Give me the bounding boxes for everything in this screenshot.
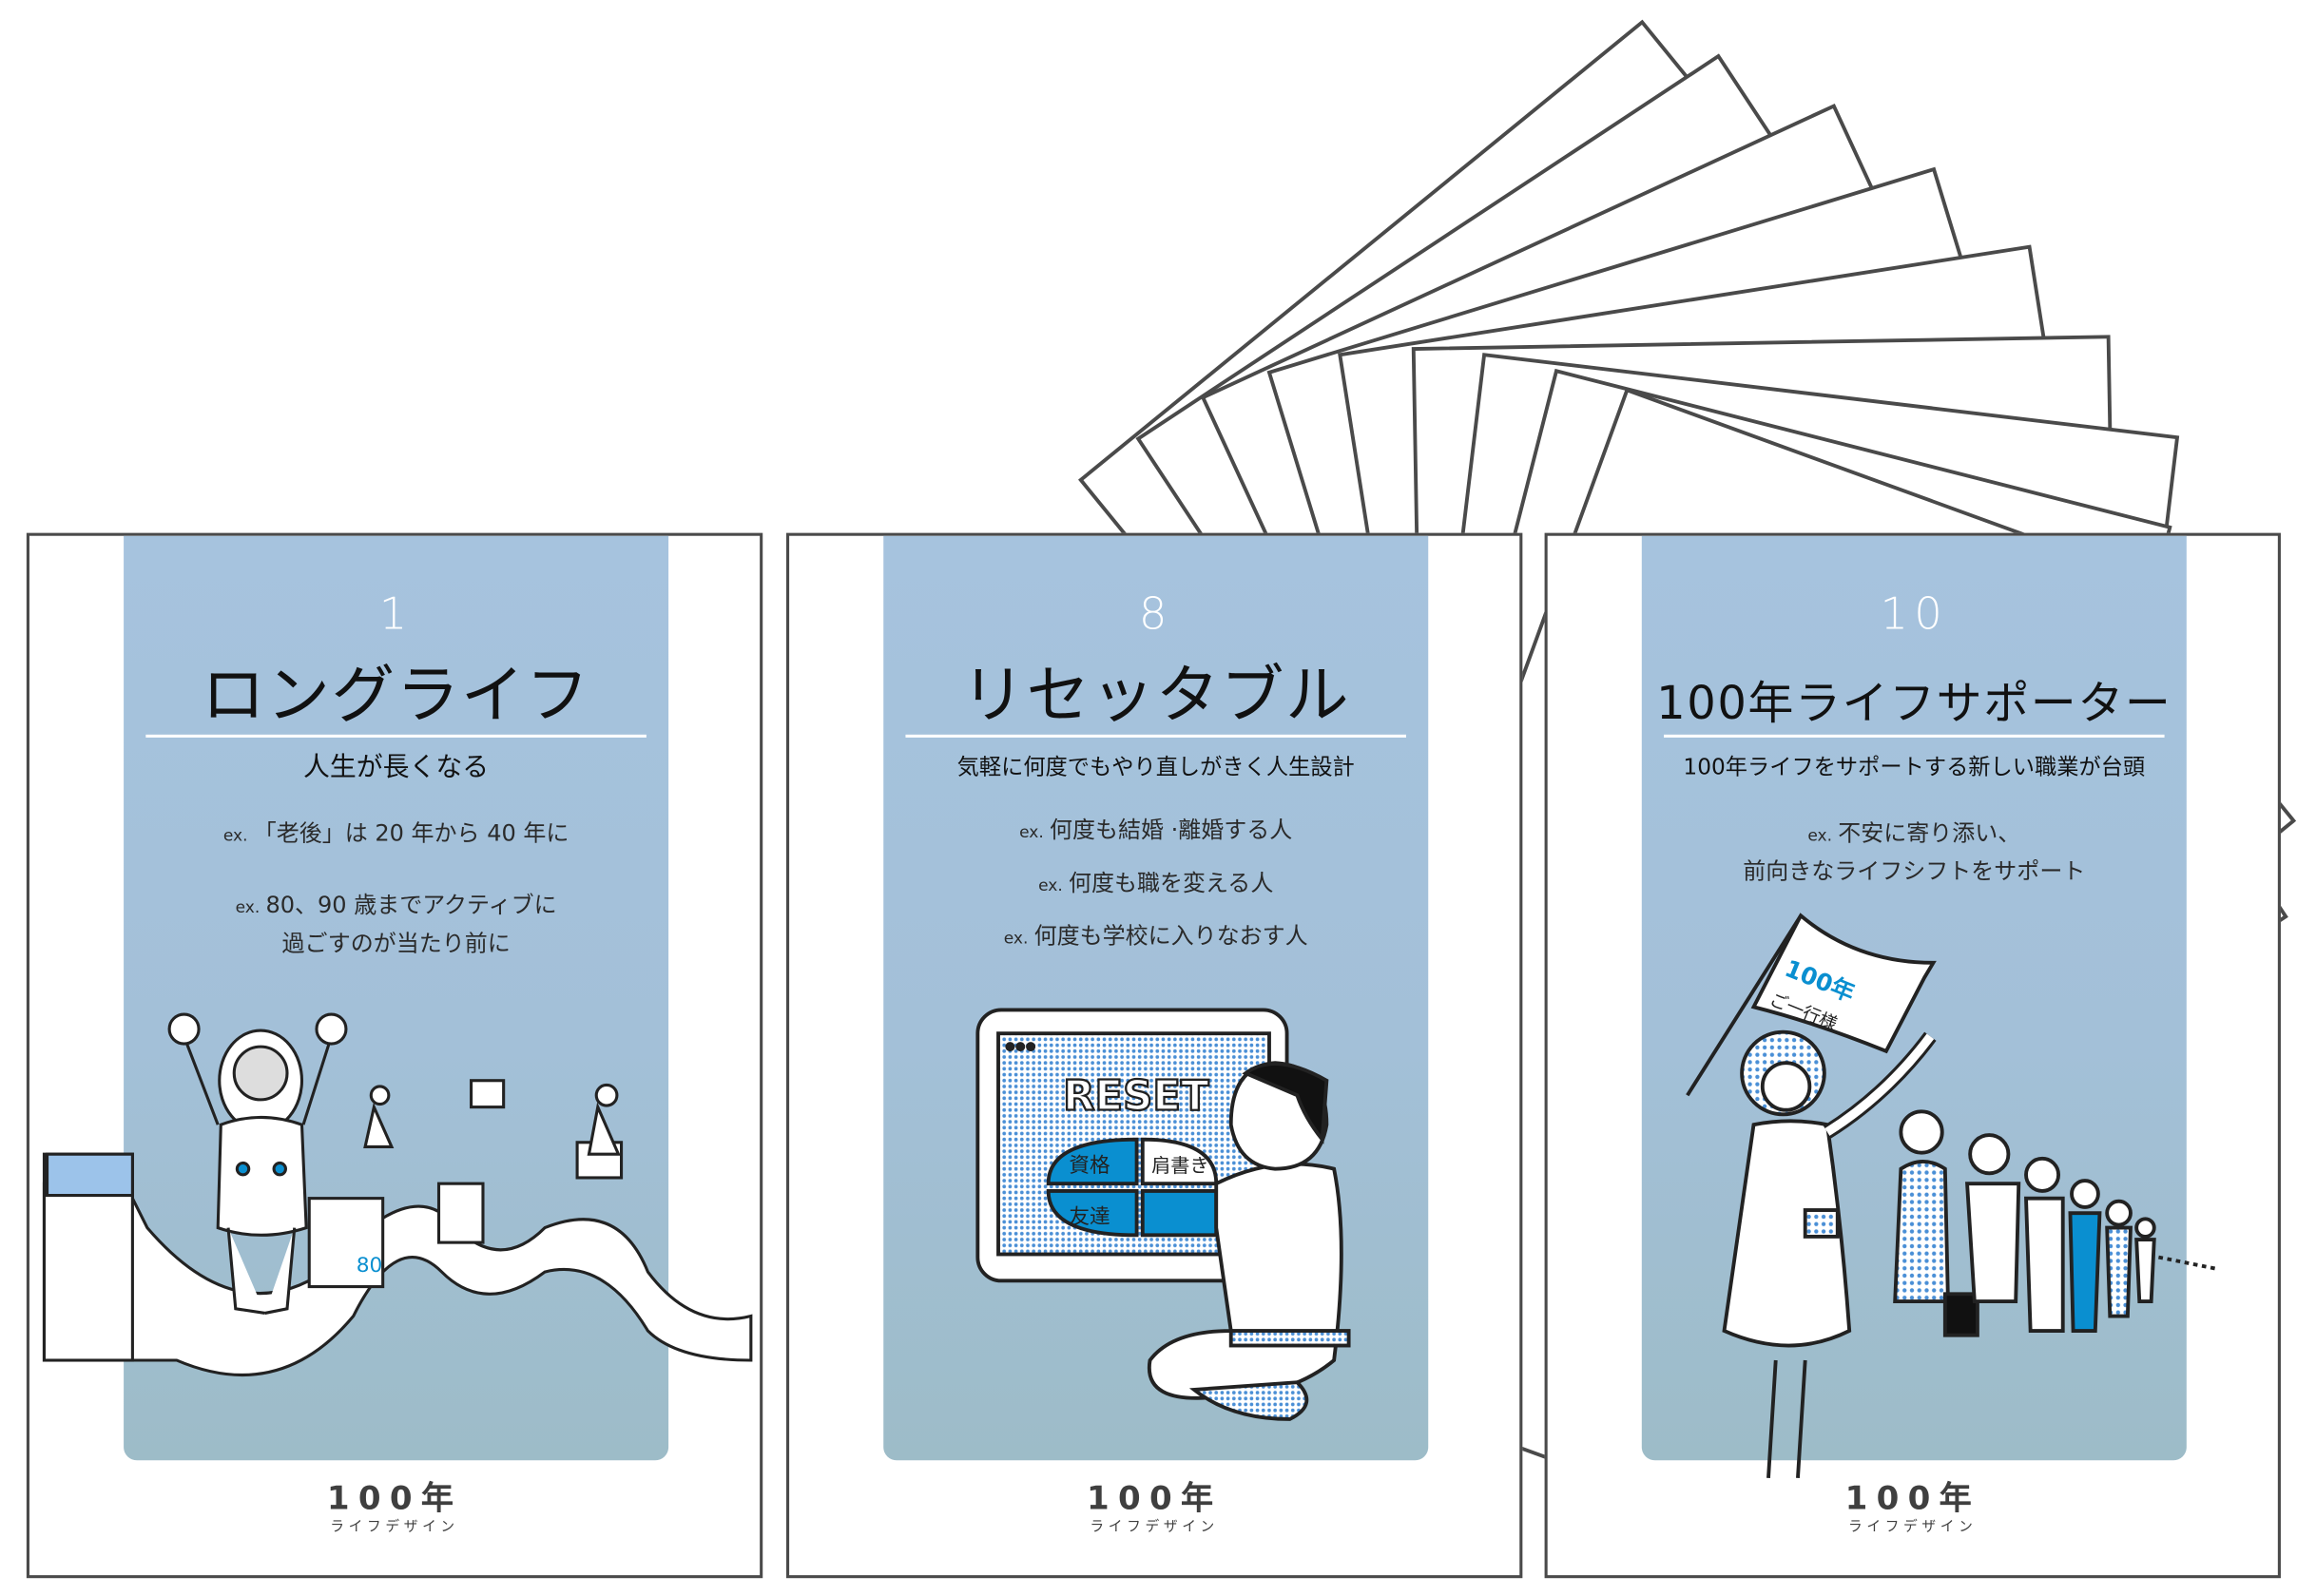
title-divider [145, 734, 647, 738]
title-divider [905, 734, 1407, 738]
brand-logo: 100年 ライフデザイン [1844, 1480, 1980, 1536]
example-line: ex.80、90 歳までアクティブに過ごすのが当たり前に [235, 892, 557, 957]
example-line: ex.何度も職を変える人 [1038, 870, 1274, 897]
brand-logo: 100年 ライフデザイン [1086, 1480, 1223, 1536]
card-number: 8 [1138, 588, 1173, 641]
example-line: ex.不安に寄り添い、前向きなライフシフトをサポート [1743, 819, 2086, 885]
card-resettable[interactable]: 8 リセッタブル 気軽に何度でもやり直しがきく人生設計 ex.何度も結婚 ·離婚… [786, 532, 1523, 1579]
example-line: ex.何度も学校に入りなおす人 [1003, 923, 1308, 950]
screen-button-label: 友達 [1069, 1205, 1110, 1229]
card-100-year-life-supporter[interactable]: 10 100年ライフサポーター 100年ライフをサポートする新しい職業が台頭 e… [1544, 532, 2281, 1579]
screen-title: RESET [1063, 1073, 1209, 1121]
card-subtitle: 気軽に何度でもやり直しがきく人生設計 [956, 753, 1355, 780]
screen-button-label: 肩書き [1151, 1154, 1208, 1177]
card-number: 10 [1880, 588, 1949, 641]
card-title: ロングライフ [202, 659, 591, 734]
card-number: 1 [378, 588, 414, 641]
brand-logo: 100年 ライフデザイン [326, 1480, 463, 1536]
reset-tablet-illustration: RESET 資格 肩書き 友達 [975, 1008, 1351, 1421]
title-divider [1664, 734, 2165, 738]
example-line: ex.「老後」は 20 年から 40 年に [222, 819, 569, 847]
card-subtitle: 100年ライフをサポートする新しい職業が台頭 [1683, 753, 2146, 780]
tour-guide-illustration: 100年 ご一行様 [1686, 913, 2218, 1479]
card-long-life[interactable]: 1 ロングライフ 人生が長くなる ex.「老後」は 20 年から 40 年に e… [26, 532, 763, 1579]
screen-button-label: 資格 [1069, 1154, 1110, 1178]
card-title: リセッタブル [961, 659, 1351, 734]
example-line: ex.何度も結婚 ·離婚する人 [1019, 817, 1293, 844]
card-subtitle: 人生が長くなる [303, 752, 490, 783]
card-title: 100年ライフサポーター [1656, 677, 2172, 731]
svg-text:80: 80 [357, 1254, 383, 1278]
great-wall-astronaut-illustration: 80 [42, 1012, 753, 1377]
